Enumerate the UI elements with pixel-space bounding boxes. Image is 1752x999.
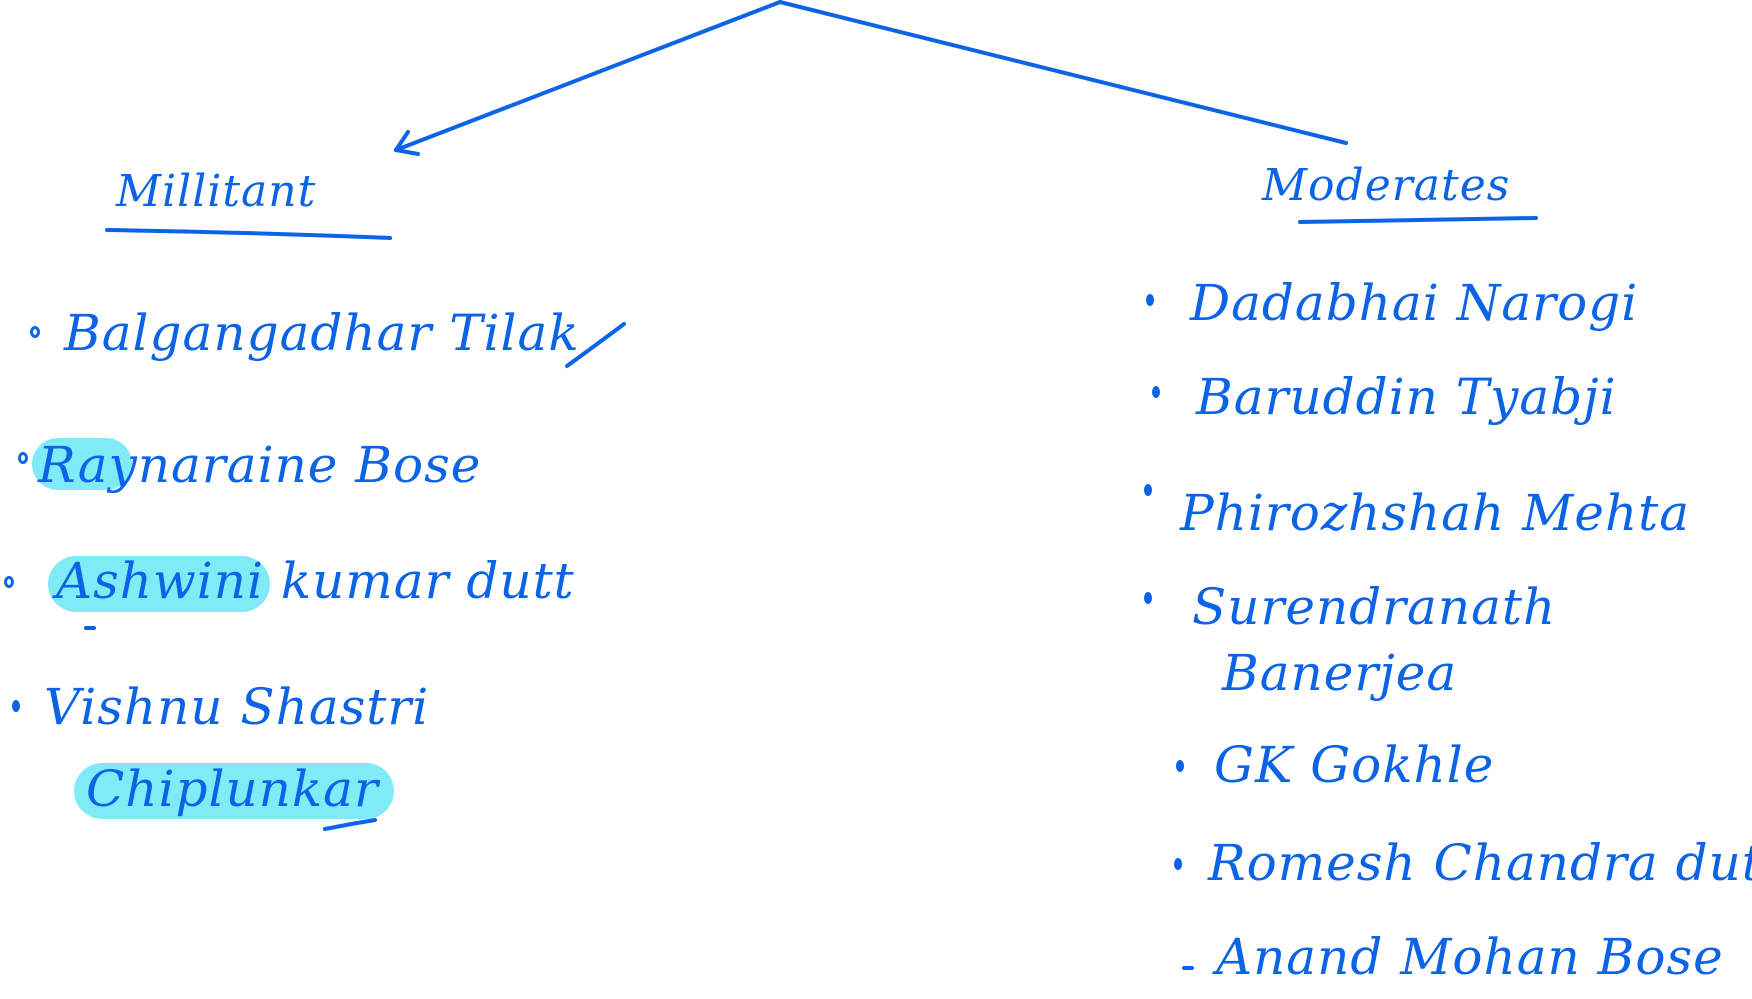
bullet-icon (18, 452, 28, 464)
highlight-ashwini (48, 556, 270, 612)
militant-item-2: Raynaraine Bose (38, 436, 482, 494)
highlight-chiplunkar (74, 763, 394, 819)
chiplunkar-underline (323, 818, 377, 831)
moderates-heading: Moderates (1262, 160, 1511, 211)
ashwini-underline-dash (84, 626, 96, 630)
left-branch-arrowhead (394, 130, 420, 156)
militant-item-1: Balgangadhar Tilak (64, 304, 580, 362)
moderate-item-7: Anand Mohan Bose (1216, 928, 1724, 986)
right-branch-line (778, 0, 1348, 145)
bullet-icon (30, 326, 40, 338)
militant-item-4-continued: Chiplunkar (86, 760, 379, 818)
moderate-item-4: Surendranath (1192, 578, 1557, 636)
tilak-tick-mark (565, 322, 626, 368)
bullet-icon (1174, 858, 1182, 870)
militant-underline (105, 228, 392, 240)
moderate-item-1: Dadabhai Narogi (1190, 274, 1639, 332)
moderate-item-3: Phirozhshah Mehta (1180, 484, 1691, 542)
bullet-icon (1146, 294, 1154, 306)
dash-bullet-icon (1182, 966, 1194, 970)
moderate-item-6: Romesh Chandra dutt (1208, 834, 1752, 892)
militant-item-4: Vishnu Shastri (44, 678, 430, 736)
militant-heading: Millitant (116, 166, 317, 217)
moderate-item-4-continued: Banerjea (1222, 644, 1458, 702)
militant-item-3: Ashwini kumar dutt (56, 552, 575, 610)
left-branch-line (394, 0, 782, 152)
bullet-icon (1152, 386, 1160, 398)
moderates-underline (1298, 216, 1538, 224)
bullet-icon (1144, 592, 1152, 604)
bullet-icon (1144, 484, 1152, 496)
bullet-icon (12, 700, 20, 712)
moderate-item-2: Baruddin Tyabji (1196, 368, 1617, 426)
moderate-item-5: GK Gokhle (1214, 736, 1495, 794)
highlight-raynaraine (32, 438, 132, 490)
bullet-icon (4, 576, 14, 588)
bullet-icon (1176, 760, 1184, 772)
